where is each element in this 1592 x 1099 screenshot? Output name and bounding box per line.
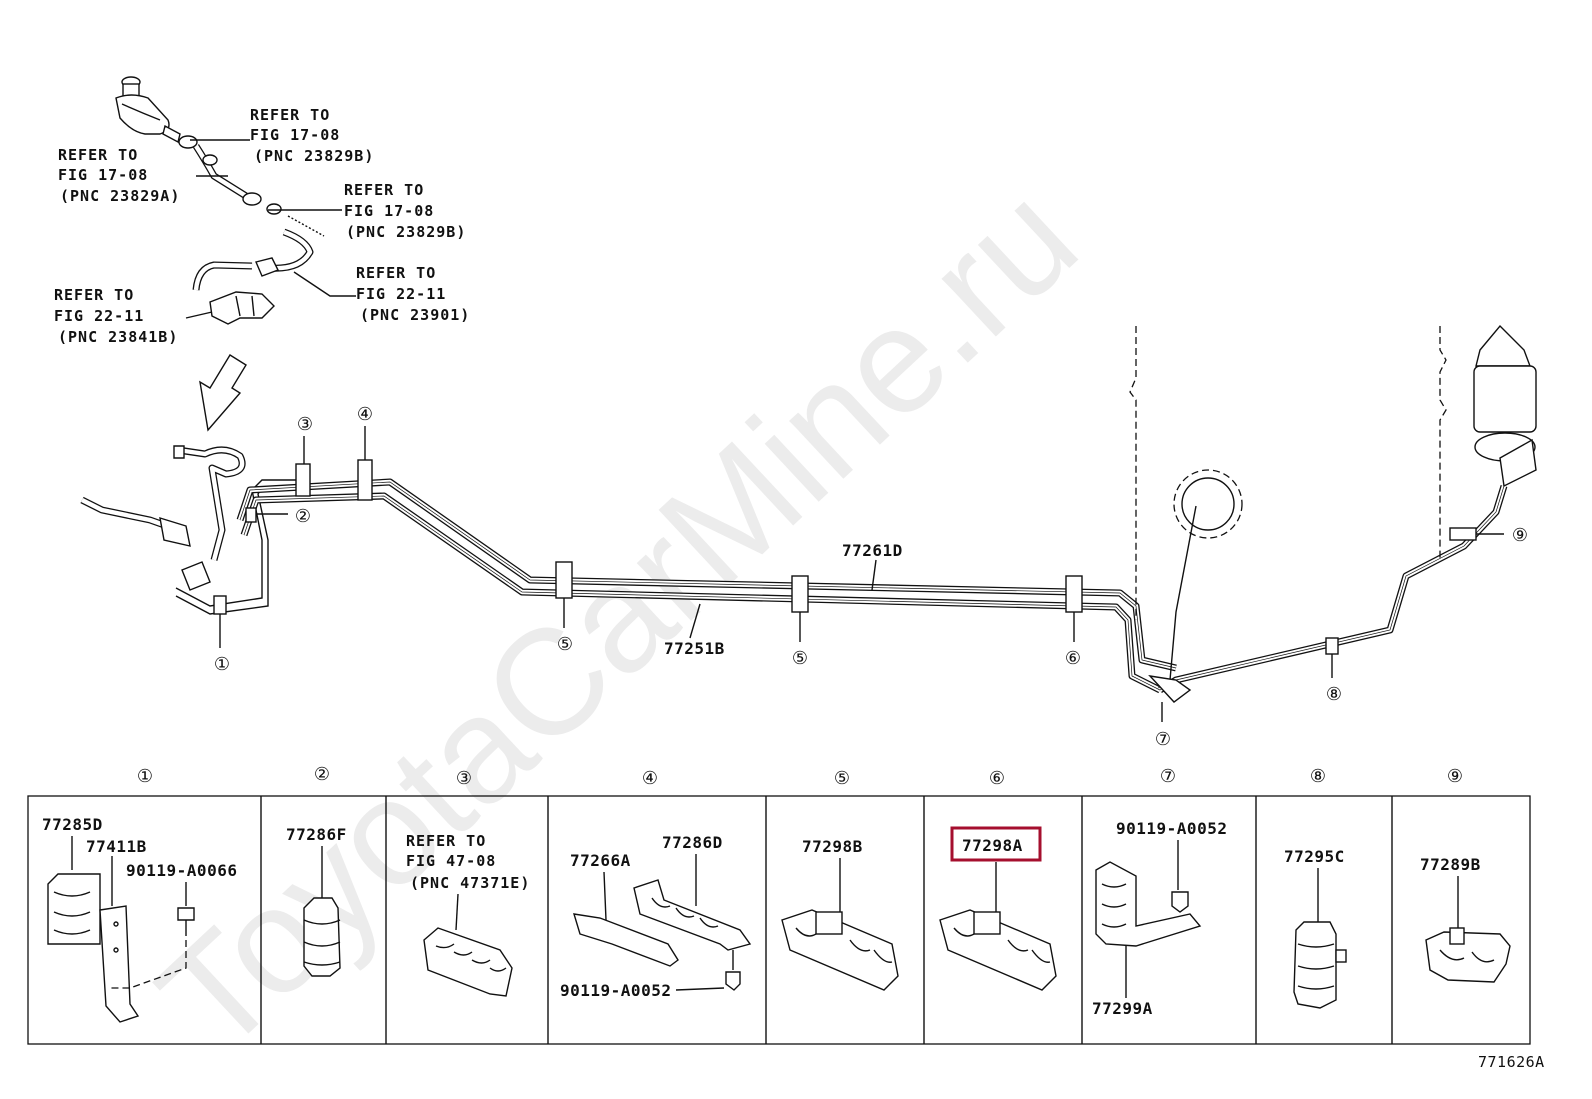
svg-text:FIG 22-11: FIG 22-11 <box>54 307 144 325</box>
reference-note-4: REFER TO FIG 22-11 (PNC 23901) <box>356 264 470 324</box>
box-8-number: ⑧ <box>1310 766 1326 787</box>
box-7: 90119-A0052 77299A <box>1092 819 1227 1018</box>
box-6-number: ⑥ <box>989 768 1005 789</box>
reference-note-2: REFER TO FIG 17-08 (PNC 23829A) <box>58 146 180 205</box>
label-77298A: 77298A <box>962 836 1023 855</box>
callouts: ① ② ③ ④ ⑤ ⑤ ⑥ ⑦ ⑧ ⑨ <box>214 404 1528 750</box>
svg-text:(PNC 23829B): (PNC 23829B) <box>346 223 466 241</box>
reference-note-3: REFER TO FIG 17-08 (PNC 23829B) <box>344 181 466 241</box>
box-2-number: ② <box>314 764 330 785</box>
svg-text:77411B: 77411B <box>86 837 147 856</box>
svg-text:⑤: ⑤ <box>557 634 573 655</box>
highlight-box <box>950 826 1042 862</box>
svg-text:77285D: 77285D <box>42 815 103 834</box>
svg-text:77298B: 77298B <box>802 837 863 856</box>
svg-text:(PNC 23829B): (PNC 23829B) <box>254 147 374 165</box>
tube-part-labels: 77261D 77251B <box>664 541 903 658</box>
box-5-number: ⑤ <box>834 768 850 789</box>
clamp-4 <box>357 459 373 501</box>
svg-text:②: ② <box>295 506 311 527</box>
box-4-number: ④ <box>642 768 658 789</box>
box-9: 77289B <box>1420 855 1511 983</box>
label-77261D: 77261D <box>842 541 903 560</box>
figure-id: 771626A <box>1478 1053 1545 1071</box>
svg-text:⑧: ⑧ <box>1326 684 1342 705</box>
clamp-8 <box>1325 637 1339 655</box>
svg-text:①: ① <box>214 654 230 675</box>
box-3: REFER TO FIG 47-08 (PNC 47371E) <box>406 832 530 997</box>
parts-table: ① ② ③ ④ ⑤ ⑥ ⑦ ⑧ ⑨ 77285D 77411B 90119-A0… <box>27 764 1531 1045</box>
box-9-number: ⑨ <box>1447 766 1463 787</box>
label-77251B: 77251B <box>664 639 725 658</box>
box-2: 77286F <box>286 825 347 977</box>
svg-text:REFER TO: REFER TO <box>250 106 330 124</box>
svg-text:⑤: ⑤ <box>792 648 808 669</box>
box-5: 77298B <box>781 837 899 991</box>
svg-text:FIG 47-08: FIG 47-08 <box>406 852 496 870</box>
svg-text:REFER TO: REFER TO <box>54 286 134 304</box>
fuel-tube-assembly <box>80 324 1537 703</box>
svg-text:⑥: ⑥ <box>1065 648 1081 669</box>
clamp-2 <box>245 507 257 523</box>
clamp-1 <box>213 595 227 615</box>
fuel-filter-detail <box>115 76 356 432</box>
box-7-number: ⑦ <box>1160 766 1176 787</box>
svg-text:⑨: ⑨ <box>1512 525 1528 546</box>
svg-text:FIG 17-08: FIG 17-08 <box>344 202 434 220</box>
svg-text:77295C: 77295C <box>1284 847 1345 866</box>
clamp-9 <box>1449 527 1477 541</box>
reference-note-1: REFER TO FIG 17-08 (PNC 23829B) <box>250 106 374 165</box>
svg-text:(PNC 23901): (PNC 23901) <box>360 306 470 324</box>
clamp-3 <box>295 463 311 497</box>
svg-text:77299A: 77299A <box>1092 999 1153 1018</box>
svg-text:⑦: ⑦ <box>1155 729 1171 750</box>
box-6: 77298A <box>939 826 1057 991</box>
clamp-5b <box>791 575 809 613</box>
svg-text:REFER TO: REFER TO <box>406 832 486 850</box>
box-1: 77285D 77411B 90119-A0066 <box>42 815 237 1023</box>
svg-text:77286D: 77286D <box>662 833 723 852</box>
svg-text:REFER TO: REFER TO <box>356 264 436 282</box>
svg-text:77289B: 77289B <box>1420 855 1481 874</box>
tube-clamps <box>213 459 1477 655</box>
svg-text:FIG 17-08: FIG 17-08 <box>58 166 148 184</box>
svg-text:REFER TO: REFER TO <box>58 146 138 164</box>
box-3-number: ③ <box>456 768 472 789</box>
svg-text:④: ④ <box>357 404 373 425</box>
svg-text:REFER TO: REFER TO <box>344 181 424 199</box>
svg-text:FIG 17-08: FIG 17-08 <box>250 126 340 144</box>
svg-text:90119-A0066: 90119-A0066 <box>126 861 237 880</box>
svg-text:(PNC 23829A): (PNC 23829A) <box>60 187 180 205</box>
reference-note-5: REFER TO FIG 22-11 (PNC 23841B) <box>54 286 178 346</box>
box-8: 77295C <box>1284 847 1347 1009</box>
clamp-6 <box>1065 575 1083 613</box>
box-4: 77266A 77286D 90119-A0052 <box>560 833 752 1000</box>
svg-text:③: ③ <box>297 414 313 435</box>
svg-text:(PNC 23841B): (PNC 23841B) <box>58 328 178 346</box>
svg-text:77266A: 77266A <box>570 851 631 870</box>
svg-text:FIG 22-11: FIG 22-11 <box>356 285 446 303</box>
svg-text:90119-A0052: 90119-A0052 <box>560 981 671 1000</box>
clamp-5a <box>555 561 573 599</box>
svg-text:90119-A0052: 90119-A0052 <box>1116 819 1227 838</box>
svg-text:(PNC 47371E): (PNC 47371E) <box>410 874 530 892</box>
svg-text:77286F: 77286F <box>286 825 347 844</box>
box-1-number: ① <box>137 766 153 787</box>
